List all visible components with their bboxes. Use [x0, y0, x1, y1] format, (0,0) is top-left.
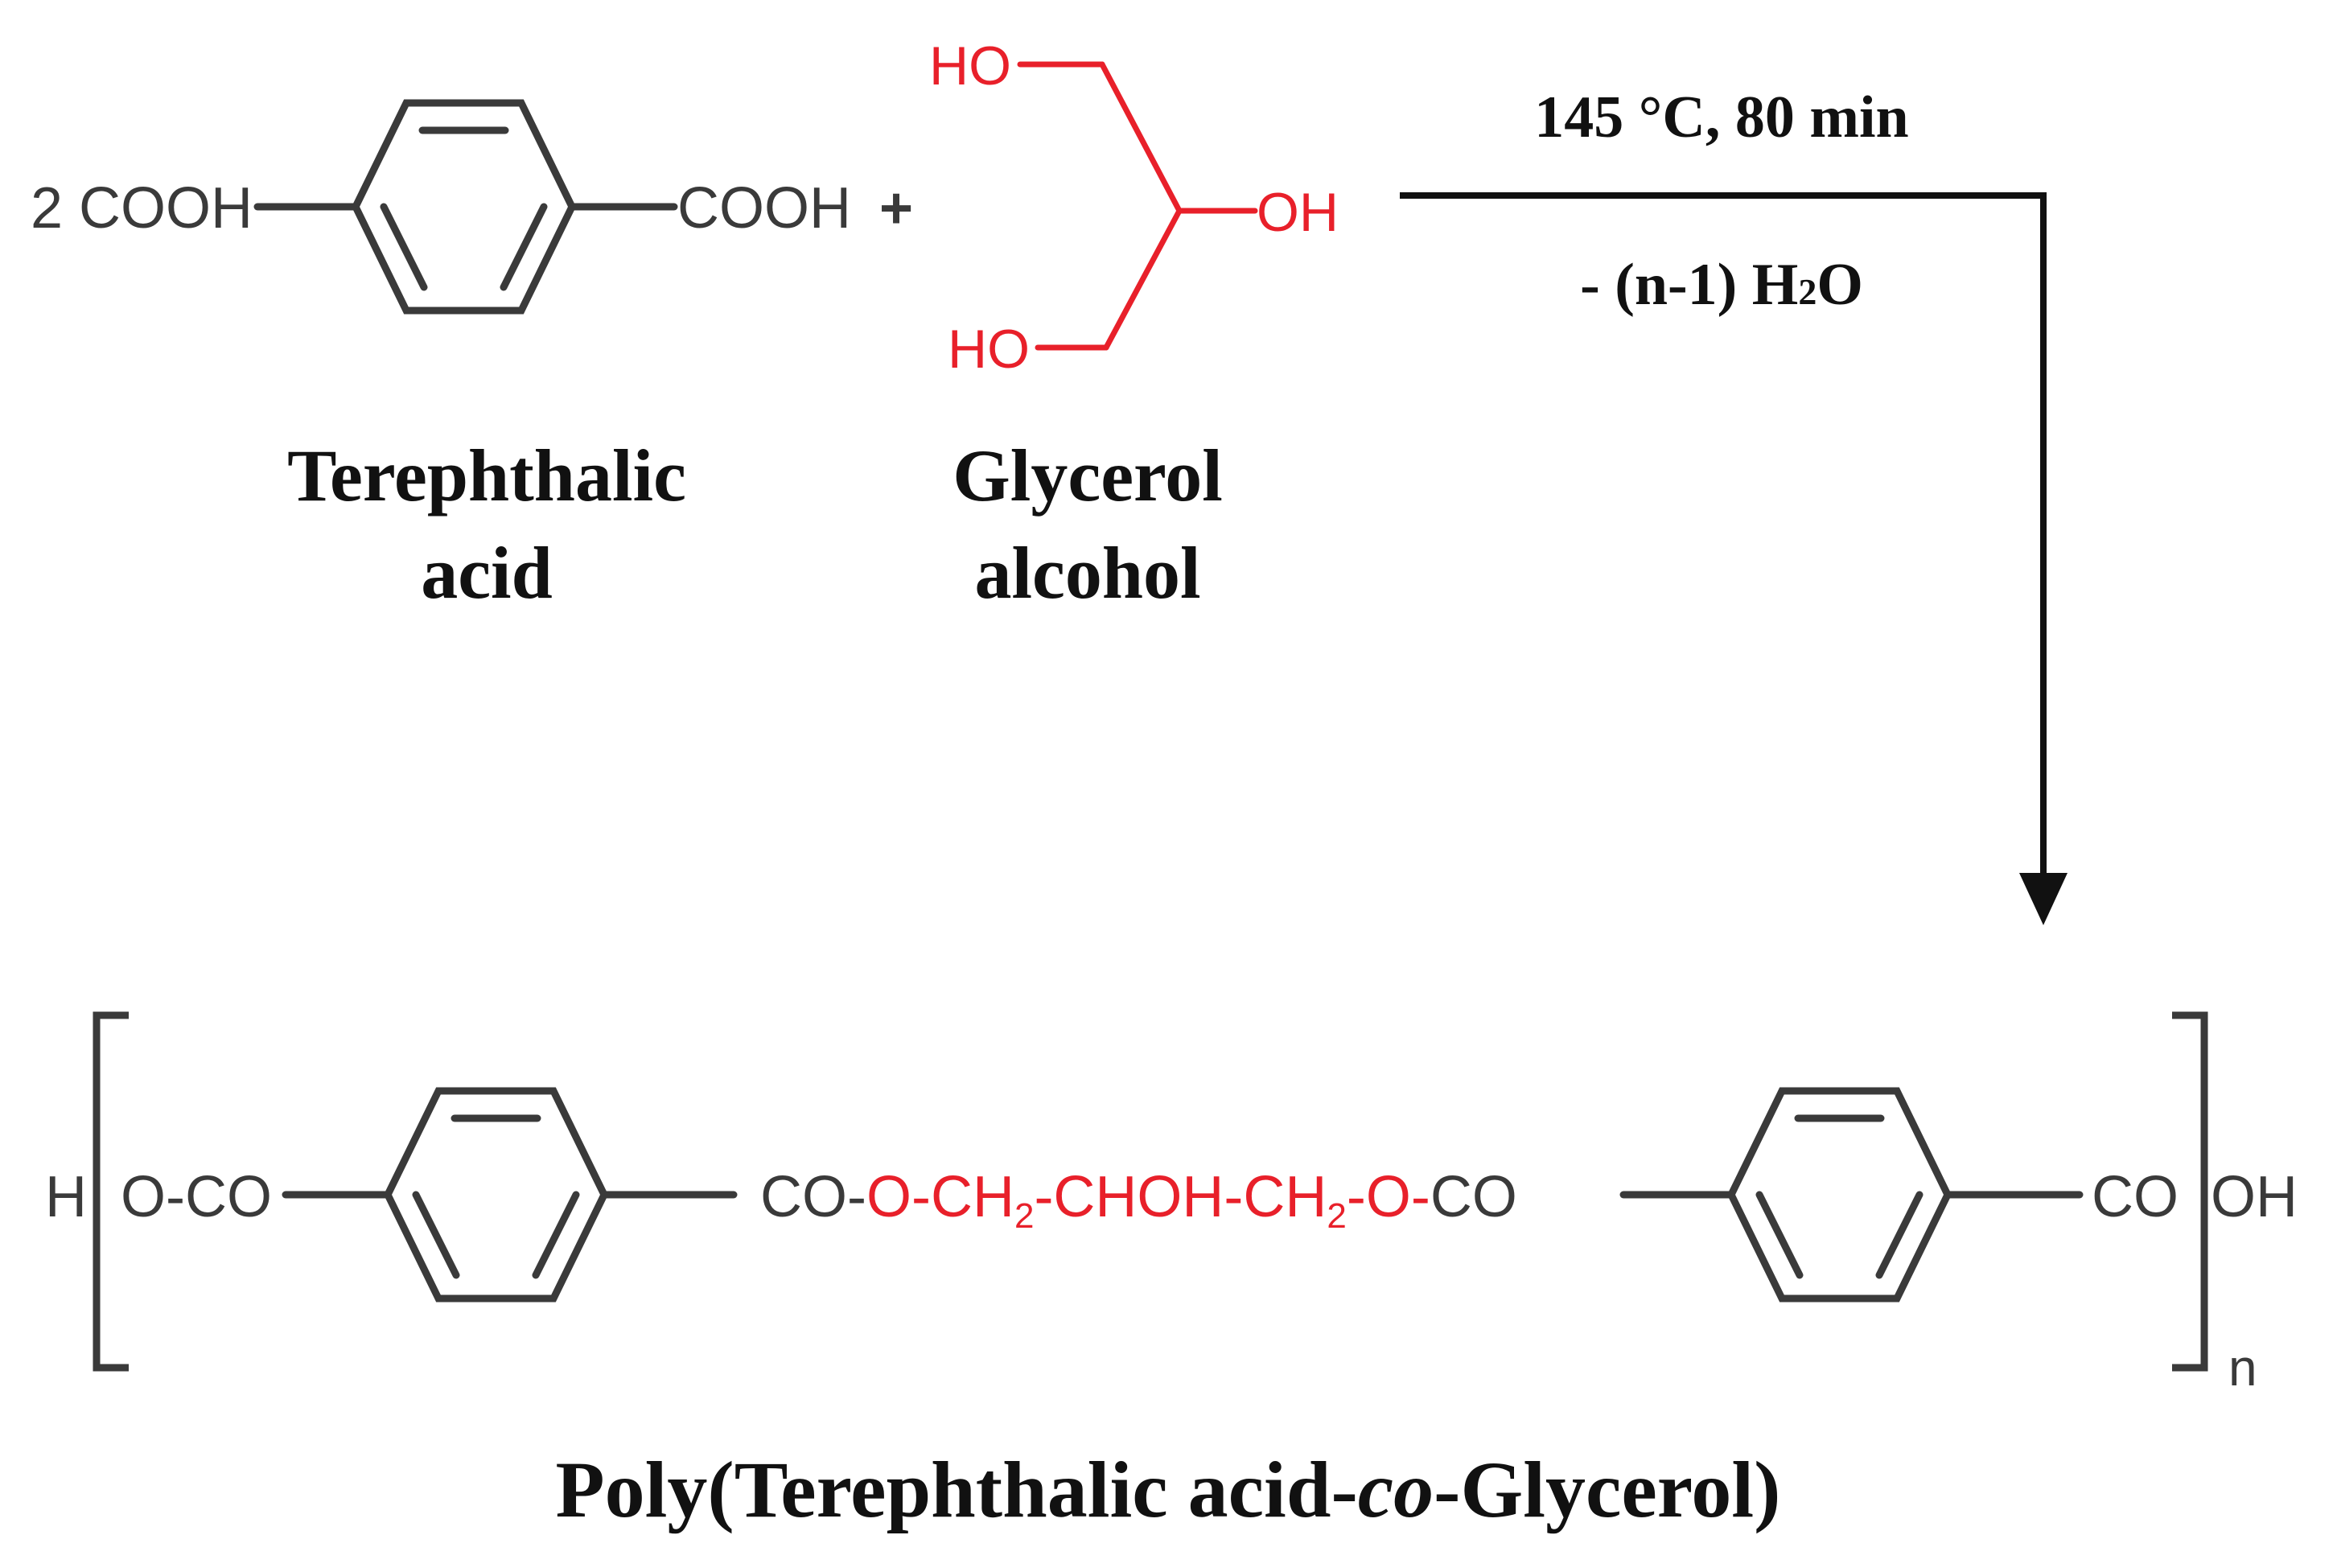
product-glycerol-chain: CO-O-CH2-CHOH-CH2-O-CO	[760, 1165, 1517, 1236]
product-name-suffix: -Glycerol)	[1434, 1445, 1780, 1534]
product-left-link: O-CO	[121, 1165, 272, 1229]
product-name-prefix: Poly(Terephthalic acid-	[556, 1445, 1358, 1534]
acid-name-line2: acid	[421, 532, 553, 614]
glycerol-name-line1: Glycerol	[952, 434, 1223, 516]
condition-water-prefix: - (n-1) H	[1580, 252, 1798, 318]
product-name: Poly(Terephthalic acid-co-Glycerol)	[556, 1445, 1781, 1534]
glycerol-ho-top: HO	[929, 35, 1011, 97]
chain-subscript-1: 2	[1014, 1196, 1034, 1236]
product-left-benzene	[282, 1087, 738, 1303]
acid-right-group: COOH	[677, 176, 851, 241]
glycerol-structure	[1017, 61, 1258, 351]
repeat-subscript: n	[2228, 1339, 2257, 1397]
condition-temperature-time: 145 °C, 80 min	[1534, 84, 1908, 150]
condition-water-suffix: O	[1817, 252, 1863, 318]
chain-co-start: CO-	[760, 1165, 866, 1229]
product-end-co: CO	[2092, 1165, 2179, 1229]
terephthalic-acid-structure	[253, 99, 678, 315]
product-name-italic: co	[1358, 1445, 1434, 1534]
acid-left-group: 2 COOH	[31, 176, 253, 241]
repeat-unit-brackets	[93, 1011, 2208, 1372]
glycerol-oh-mid: OH	[1257, 182, 1339, 243]
glycerol-ho-bottom: HO	[948, 319, 1030, 380]
condition-water-subscript: 2	[1798, 271, 1817, 312]
condition-water-loss: - (n-1) H2O	[1580, 252, 1863, 318]
product-end-oh: OH	[2211, 1165, 2298, 1229]
product-right-benzene	[1619, 1087, 2084, 1303]
acid-name-line1: Terephthalic	[287, 434, 686, 516]
chain-chohch: -CHOH-CH	[1034, 1165, 1327, 1229]
chain-co-end: CO	[1430, 1165, 1517, 1229]
reaction-arrow	[1400, 192, 2068, 925]
chain-o-end: -O-	[1347, 1165, 1430, 1229]
glycerol-name-line2: alcohol	[974, 532, 1200, 614]
product-end-h: H	[45, 1165, 87, 1229]
plus-sign: +	[879, 176, 913, 241]
chain-subscript-2: 2	[1327, 1196, 1346, 1236]
chain-o-ch: O-CH	[866, 1165, 1014, 1229]
